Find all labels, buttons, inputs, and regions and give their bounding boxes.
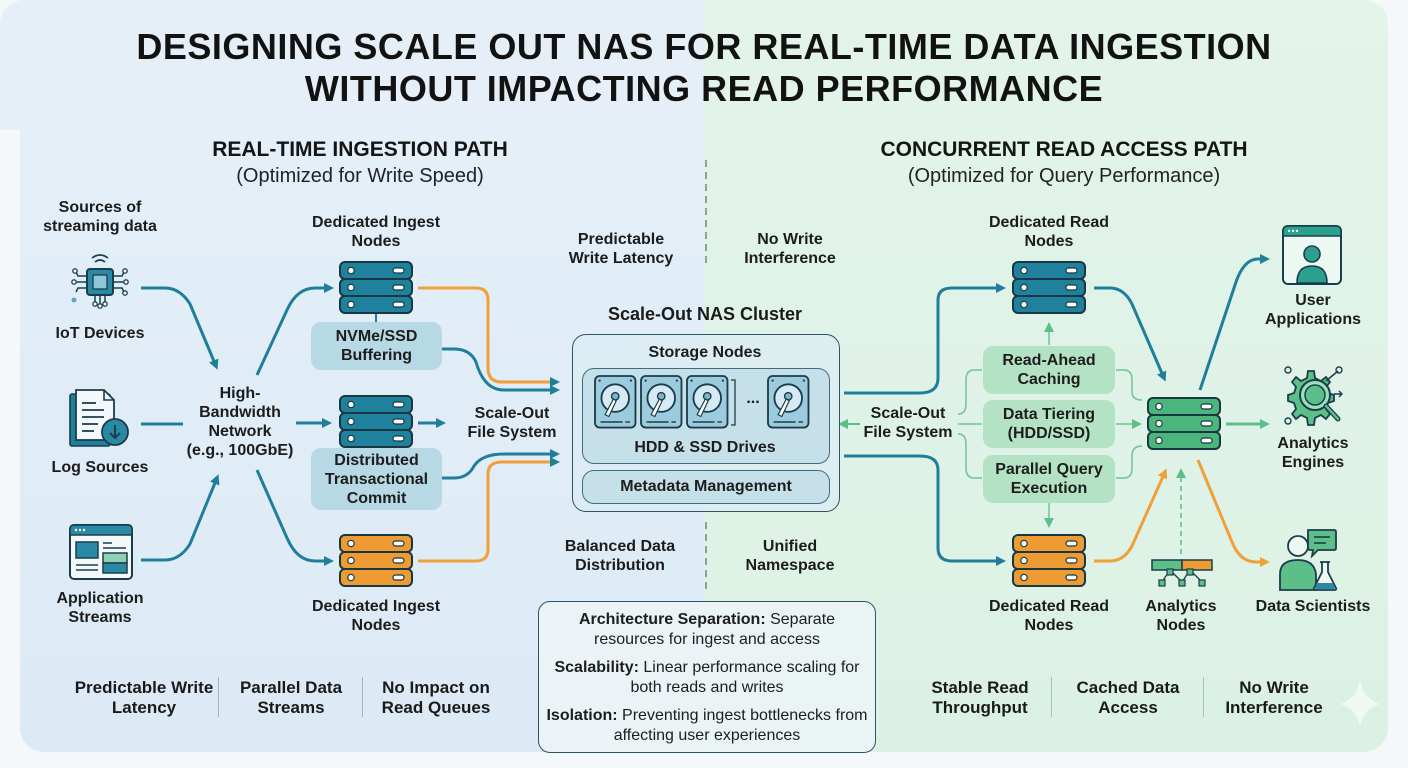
cluster-to-read-top-arrow	[844, 283, 1006, 395]
drives-label: HDD & SSD Drives	[634, 439, 776, 456]
summary-architecture: Architecture Separation: Separate resour…	[578, 611, 836, 648]
ingest-file-system-label: Scale-Out File System	[467, 405, 557, 441]
network-line-4: (e.g., 100GbE)	[186, 442, 294, 459]
data-scientist-icon	[1279, 529, 1338, 591]
bracket-right-bottom	[1116, 445, 1143, 479]
ingest-server-bottom-icon	[339, 534, 413, 587]
summary-isolation: Isolation: Preventing ingest bottlenecks…	[546, 707, 868, 744]
read-hub-server-icon	[1147, 397, 1221, 450]
transactional-commit-box: Distributed Transactional Commit	[311, 448, 442, 510]
bracket-left-top	[957, 369, 982, 415]
note-balanced-distribution: Balanced Data Distribution	[564, 538, 676, 574]
ingest-server-mid-icon	[339, 395, 413, 448]
ingest-feature-separator-1	[218, 677, 219, 717]
read-path-header: CONCURRENT READ ACCESS PATH (Optimized f…	[834, 137, 1294, 189]
drives-ellipsis: ...	[746, 390, 760, 407]
read-file-system-label: Scale-Out File System	[863, 405, 953, 441]
note-no-write-interference: No Write Interference	[744, 231, 836, 267]
analytics-nodes-icon	[1151, 559, 1213, 587]
title-line-1: DESIGNING SCALE OUT NAS FOR REAL-TIME DA…	[136, 26, 1272, 67]
bracket-right-top	[1116, 369, 1143, 401]
title-line-2: WITHOUT IMPACTING READ PERFORMANCE	[304, 68, 1104, 109]
analytics-nodes-label: Analytics Nodes	[1145, 598, 1217, 634]
network-to-ingest-top-arrow	[255, 283, 334, 376]
note-unified-namespace: Unified Namespace	[745, 538, 835, 574]
metadata-management-box: Metadata Management	[582, 470, 830, 504]
hub-to-scientists-arrow	[1196, 459, 1270, 567]
ingest-top-to-cluster-orange	[418, 286, 560, 387]
ingest-path-header: REAL-TIME INGESTION PATH (Optimized for …	[150, 137, 570, 189]
ingest-bottom-to-cluster-orange	[418, 457, 560, 563]
cluster-to-read-bottom-arrow	[844, 454, 1006, 566]
read-feature-separator-2	[1203, 677, 1204, 717]
buffering-to-cluster-teal	[442, 347, 560, 395]
cluster-title: Scale-Out NAS Cluster	[607, 304, 803, 324]
summary-box: Architecture Separation: Separate resour…	[538, 601, 876, 753]
ingest-path-subheading: (Optimized for Write Speed)	[236, 165, 484, 187]
ingest-feature-3: No Impact on Read Queues	[381, 678, 491, 717]
network-line-3: Network	[208, 423, 272, 440]
read-feature-3: No Write Interference	[1225, 678, 1323, 717]
parallel-query-box: Parallel Query Execution	[983, 455, 1115, 503]
read-feature-1: Stable Read Throughput	[931, 678, 1029, 717]
source-log-label: Log Sources	[51, 459, 149, 476]
hub-to-user-apps-arrow	[1198, 254, 1270, 391]
user-application-icon	[1282, 225, 1342, 285]
ingest-panel-header-background	[0, 0, 720, 130]
iot-to-network-arrow	[141, 286, 219, 370]
storage-nodes-label: Storage Nodes	[648, 344, 762, 361]
consumer-analytics-label: Analytics Engines	[1277, 435, 1349, 471]
read-path-subheading: (Optimized for Query Performance)	[907, 165, 1221, 187]
page-title: DESIGNING SCALE OUT NAS FOR REAL-TIME DA…	[0, 26, 1408, 110]
read-nodes-bottom-label: Dedicated Read Nodes	[988, 598, 1110, 634]
ingest-nodes-top-label: Dedicated Ingest Nodes	[311, 214, 441, 250]
read-server-top-icon	[1012, 261, 1086, 314]
consumer-scientists-label: Data Scientists	[1255, 598, 1371, 615]
ingest-server-top-icon	[339, 261, 413, 314]
apps-to-network-arrow	[141, 474, 220, 562]
sparkle-icon	[1340, 680, 1380, 726]
network-to-ingest-bottom-arrow	[255, 469, 334, 566]
ingest-path-heading: REAL-TIME INGESTION PATH	[212, 138, 508, 161]
sources-heading: Sources of streaming data	[43, 199, 157, 235]
ingest-feature-separator-2	[362, 677, 363, 717]
read-bottom-to-hub-arrow	[1094, 468, 1168, 563]
log-document-icon	[69, 389, 129, 447]
network-line-1: High-	[219, 385, 261, 402]
network-label: High- Bandwidth Network (e.g., 100GbE)	[178, 384, 302, 460]
bracket-left-bottom	[957, 433, 982, 479]
network-line-2: Bandwidth	[199, 404, 281, 421]
read-server-bottom-icon	[1012, 534, 1086, 587]
commit-to-cluster-teal	[442, 449, 560, 480]
read-top-to-hub-arrow	[1094, 286, 1167, 382]
read-ahead-caching-box: Read-Ahead Caching	[983, 346, 1115, 394]
summary-scalability: Scalability: Linear performance scaling …	[554, 659, 860, 696]
ingest-feature-1: Predictable Write Latency	[74, 678, 214, 717]
consumer-user-apps-label: User Applications	[1264, 292, 1361, 328]
data-tiering-box: Data Tiering (HDD/SSD)	[983, 400, 1115, 448]
note-predictable-latency: Predictable Write Latency	[568, 231, 674, 267]
source-app-label: Application Streams	[56, 590, 144, 626]
ingest-feature-2: Parallel Data Streams	[239, 678, 343, 717]
read-feature-separator-1	[1051, 677, 1052, 717]
source-iot-label: IoT Devices	[55, 325, 145, 342]
ingest-nodes-bottom-label: Dedicated Ingest Nodes	[311, 598, 441, 634]
read-feature-2: Cached Data Access	[1076, 678, 1180, 717]
nvme-buffering-box: NVMe/SSD Buffering	[311, 322, 442, 370]
read-path-heading: CONCURRENT READ ACCESS PATH	[880, 138, 1248, 161]
analytics-gear-icon	[1284, 366, 1343, 426]
read-nodes-top-label: Dedicated Read Nodes	[988, 214, 1110, 250]
iot-chip-icon	[71, 254, 129, 309]
application-window-icon	[69, 524, 133, 580]
